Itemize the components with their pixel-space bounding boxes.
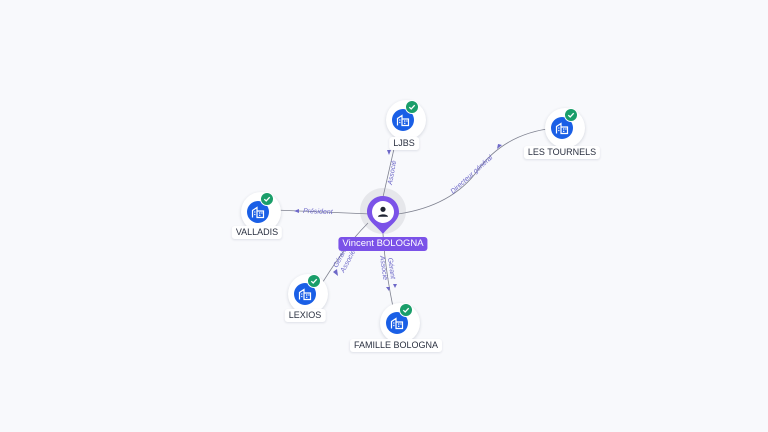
relation-label-ljbs: Associé (387, 160, 398, 186)
arrow-famille-bologna-1 (386, 287, 390, 291)
verified-check-icon (307, 274, 321, 288)
relation-label-famille-bologna-2: Associé (378, 254, 388, 280)
arrow-lexios (333, 269, 338, 276)
company-label-famille-bologna[interactable]: FAMILLE BOLOGNA (349, 339, 443, 352)
company-node-famille-bologna[interactable] (380, 303, 420, 343)
company-label-les-tournels[interactable]: LES TOURNELS (523, 146, 601, 159)
company-icon (247, 201, 269, 223)
company-icon (386, 312, 408, 334)
verified-check-icon (405, 100, 419, 114)
arrow-les-tournels (497, 144, 502, 149)
verified-check-icon (564, 108, 578, 122)
relation-label-famille-bologna-1: Gérant (386, 257, 396, 280)
company-node-ljbs[interactable] (386, 100, 426, 140)
company-icon (551, 117, 573, 139)
edge-les-tournels (397, 127, 556, 215)
company-label-valladis[interactable]: VALLADIS (231, 226, 283, 239)
relation-label-les-tournels: Directeur général (450, 154, 495, 195)
person-label[interactable]: Vincent BOLOGNA (338, 237, 428, 251)
person-icon (378, 206, 388, 217)
person-node[interactable] (366, 195, 400, 235)
company-node-les-tournels[interactable] (545, 108, 585, 148)
company-label-ljbs[interactable]: LJBS (389, 137, 419, 150)
company-icon (392, 109, 414, 131)
company-label-lexios[interactable]: LEXIOS (284, 309, 326, 322)
company-node-valladis[interactable] (241, 192, 281, 232)
arrow-valladis (294, 209, 299, 213)
company-icon (294, 283, 316, 305)
verified-check-icon (260, 192, 274, 206)
edge-valladis (274, 209, 372, 215)
arrow-famille-bologna-2 (393, 284, 397, 288)
relation-label-valladis: Président (303, 208, 334, 216)
arrow-ljbs (387, 150, 391, 155)
verified-check-icon (399, 303, 413, 317)
company-node-lexios[interactable] (288, 274, 328, 314)
